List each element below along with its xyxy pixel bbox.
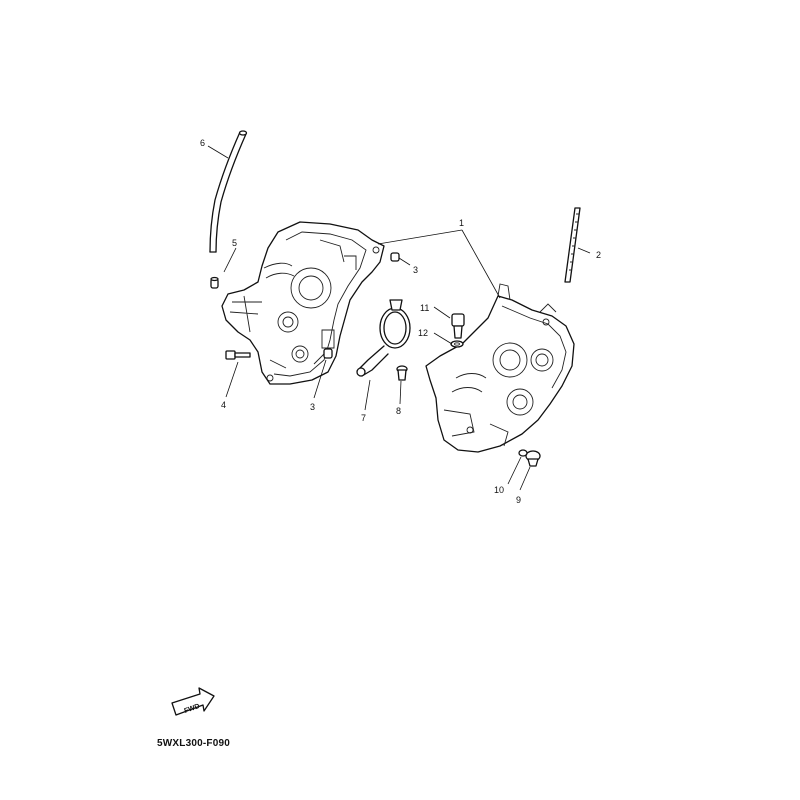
crankcase-left-half [221,221,385,385]
crankcase-right-half [425,283,575,453]
dowel-pin [210,276,219,289]
callout-10: 10 [494,485,504,495]
screw [396,365,408,381]
callout-4: 4 [221,400,226,410]
callout-3-upper: 3 [413,265,418,275]
washer [450,340,464,348]
drain-bolt [451,313,465,339]
callout-3-lower: 3 [310,402,315,412]
stud-bolt [564,207,581,283]
breather-hose [209,130,248,253]
drawing-code: 5WXL300-F090 [157,738,230,749]
fwd-arrow-icon: FWD [171,687,215,716]
callout-12: 12 [418,328,428,338]
callout-11: 11 [420,303,429,313]
callout-9: 9 [516,495,521,505]
plug [525,450,541,467]
gasket [518,449,528,457]
dowel-pin-upper [390,252,400,262]
callout-1: 1 [459,218,464,228]
callout-5: 5 [232,238,237,248]
callout-8: 8 [396,406,401,416]
hose-clamp [356,299,411,377]
bolt-left [225,350,251,360]
callout-2: 2 [596,250,601,260]
dowel-pin-lower [323,348,333,359]
leader-lines [207,145,591,491]
callout-6: 6 [200,138,205,148]
callout-7: 7 [361,413,366,423]
